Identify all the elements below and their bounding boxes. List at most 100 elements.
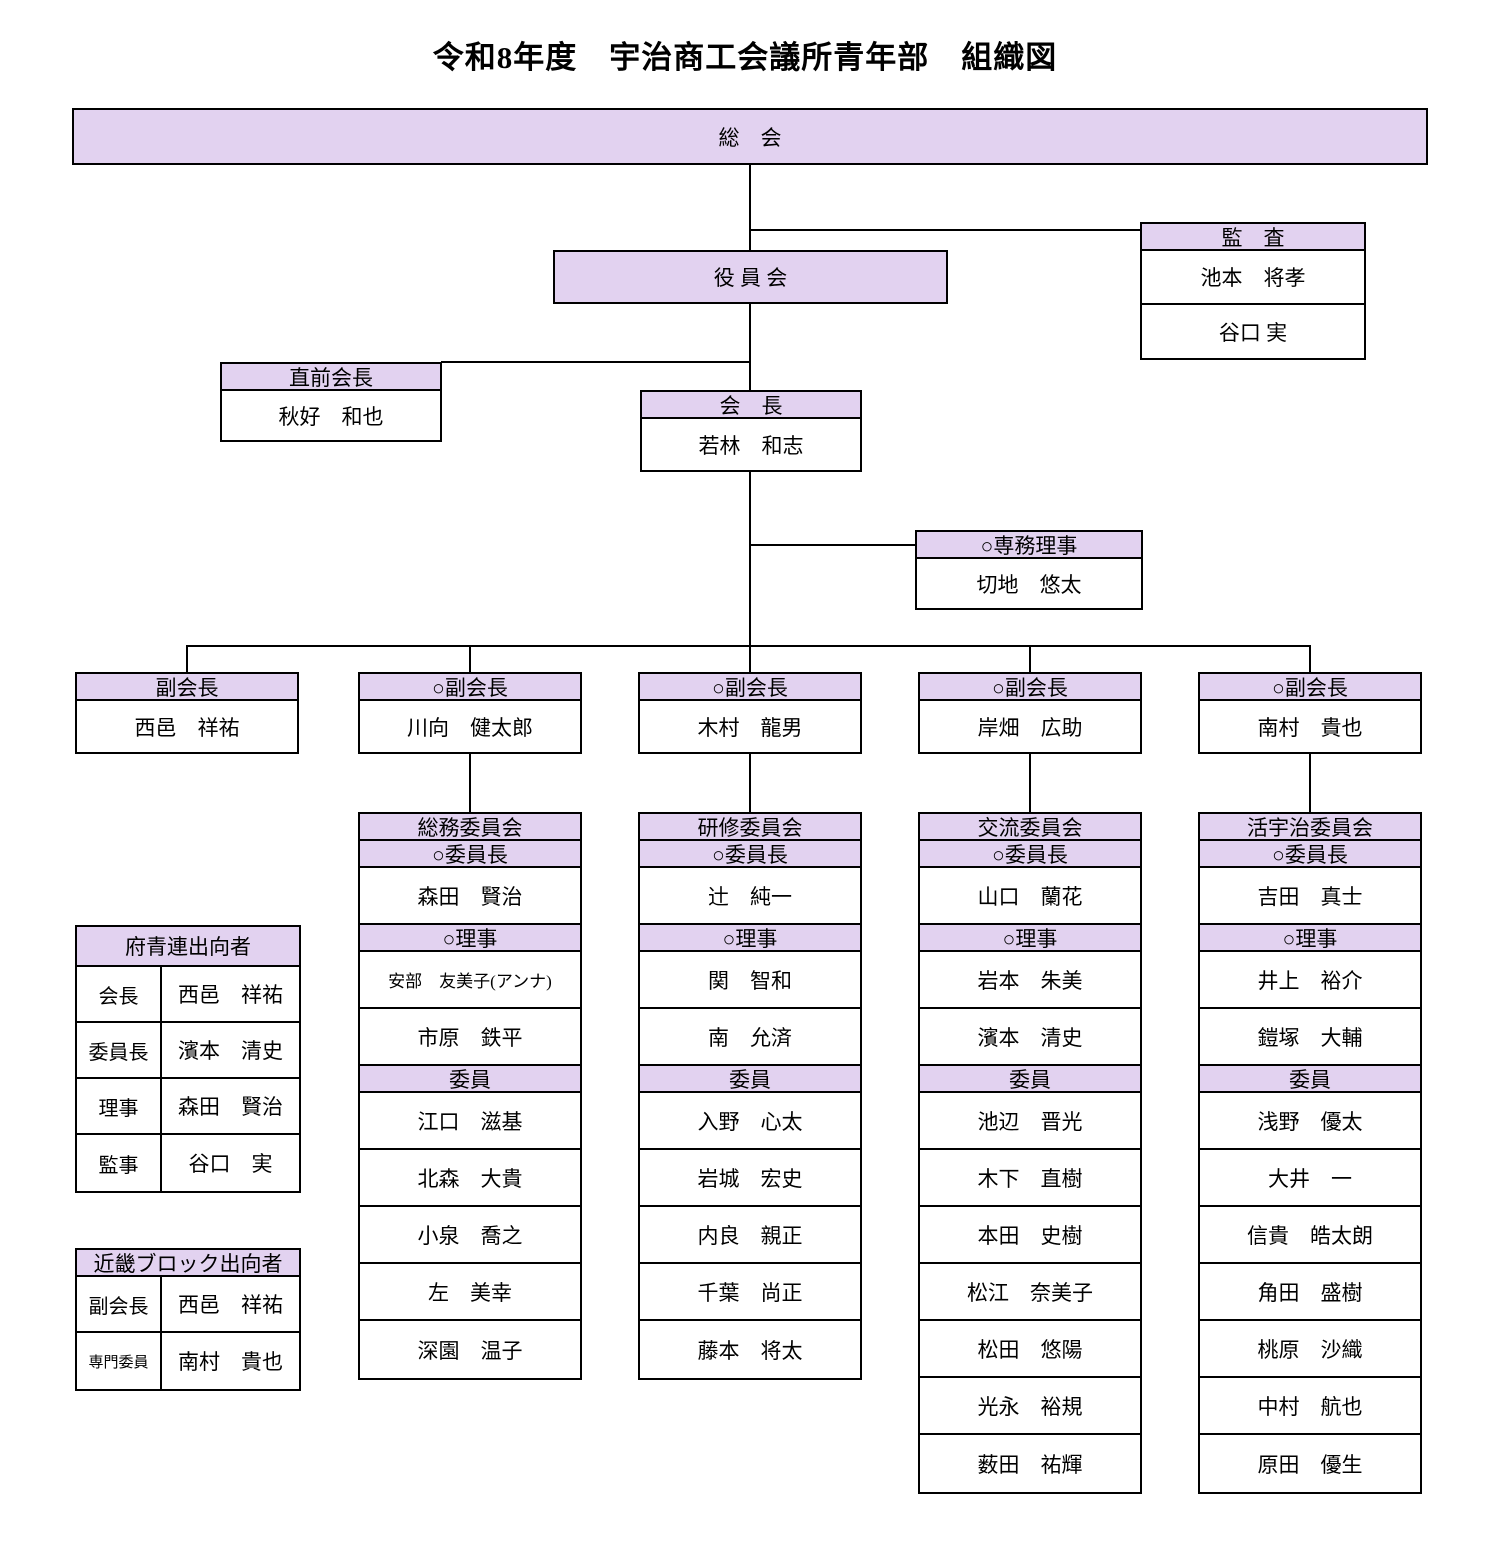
dispatch-row: 委員長濱本 清史 (77, 1023, 299, 1079)
committee-member-name: 左 美幸 (360, 1264, 580, 1321)
committee-member-name: 深園 温子 (417, 1338, 523, 1363)
vice-president-name: 木村 龍男 (697, 715, 803, 740)
vice-president-name: 南村 貴也 (1257, 715, 1363, 740)
general-assembly-label: 総 会 (74, 110, 1426, 163)
prefectural-dispatch-box: 府青連出向者 会長西邑 祥祐委員長濱本 清史理事森田 賢治監事谷口 実 (75, 925, 301, 1193)
vice-president-name: 岸畑 広助 (977, 715, 1083, 740)
connector-vp2-committee (469, 754, 471, 812)
committee-member-name: 岩城 宏史 (640, 1150, 860, 1207)
committee-member-name: 中村 航也 (1200, 1378, 1420, 1435)
committee-member-name: 池辺 晋光 (920, 1093, 1140, 1150)
committee-member-name: 角田 盛樹 (1200, 1264, 1420, 1321)
committee-member-name: 木下 直樹 (920, 1150, 1140, 1207)
vice-president-box: ○副会長川向 健太郎 (358, 672, 582, 754)
dispatch-row: 会長西邑 祥祐 (77, 967, 299, 1023)
board-box: 役 員 会 (553, 250, 948, 304)
committee-director-header: ○理事 (1200, 925, 1420, 952)
committee-chair-header: ○委員長 (640, 841, 860, 868)
vice-president-box: ○副会長南村 貴也 (1198, 672, 1422, 754)
connector-drop-vp2 (469, 645, 471, 672)
vice-president-box: ○副会長岸畑 広助 (918, 672, 1142, 754)
prefectural-dispatch-header: 府青連出向者 (77, 927, 299, 967)
vice-president-header: 副会長 (77, 674, 297, 701)
audit-box: 監 査 池本 将孝谷口 実 (1140, 222, 1366, 360)
audit-member: 池本 将孝 (1142, 251, 1364, 305)
vice-president-box: ○副会長木村 龍男 (638, 672, 862, 754)
vice-president-name: 西邑 祥祐 (134, 715, 240, 740)
connector-drop-vp1 (186, 645, 188, 672)
audit-member: 谷口 実 (1218, 320, 1288, 345)
committee-director-header: ○理事 (360, 925, 580, 952)
connector-vp-split (186, 645, 1311, 647)
previous-president-header: 直前会長 (222, 364, 440, 391)
committee-member-name: 薮田 祐輝 (977, 1452, 1083, 1477)
committee-member-name: 浅野 優太 (1200, 1093, 1420, 1150)
connector-board-president (749, 304, 751, 390)
committee-member-name: 江口 滋基 (360, 1093, 580, 1150)
dispatch-role: 監事 (77, 1135, 162, 1191)
committee-chair-header: ○委員長 (920, 841, 1140, 868)
committee-member-name: 大井 一 (1200, 1150, 1420, 1207)
president-name: 若林 和志 (698, 433, 804, 458)
vice-president-name: 川向 健太郎 (407, 715, 533, 740)
committee-director-name: 岩本 朱美 (920, 952, 1140, 1009)
dispatch-name: 南村 貴也 (178, 1350, 283, 1374)
committee-box-katsuuji: 活宇治委員会○委員長吉田 真士○理事井上 裕介鎧塚 大輔委員浅野 優太大井 一信… (1198, 812, 1422, 1494)
connector-executive-director (750, 544, 915, 546)
dispatch-role: 委員長 (77, 1023, 162, 1077)
committee-chair-name: 辻 純一 (640, 868, 860, 925)
committee-box-soumu: 総務委員会○委員長森田 賢治○理事安部 友美子(アンナ)市原 鉄平委員江口 滋基… (358, 812, 582, 1380)
connector-previous-president (441, 361, 750, 363)
dispatch-role: 専門委員 (77, 1333, 162, 1389)
committee-director-name: 南 允済 (640, 1009, 860, 1066)
connector-assembly-board (749, 165, 751, 250)
committee-chair-header: ○委員長 (1200, 841, 1420, 868)
vice-president-header: ○副会長 (920, 674, 1140, 701)
committee-chair-name: 吉田 真士 (1200, 868, 1420, 925)
committee-member-name: 小泉 喬之 (360, 1207, 580, 1264)
committee-member-name: 北森 大貴 (360, 1150, 580, 1207)
committee-member-name: 本田 史樹 (920, 1207, 1140, 1264)
committee-director-name: 安部 友美子(アンナ) (360, 952, 580, 1009)
committee-title: 交流委員会 (920, 814, 1140, 841)
board-label: 役 員 会 (555, 252, 946, 302)
committee-director-name: 井上 裕介 (1200, 952, 1420, 1009)
committee-member-name: 松田 悠陽 (920, 1321, 1140, 1378)
committee-member-header: 委員 (360, 1066, 580, 1093)
committee-member-name: 千葉 尚正 (640, 1264, 860, 1321)
committee-chair-name: 森田 賢治 (360, 868, 580, 925)
president-header: 会 長 (642, 392, 860, 419)
connector-drop-vp4 (1029, 645, 1031, 672)
committee-member-name: 光永 裕規 (920, 1378, 1140, 1435)
connector-vp3-committee (749, 754, 751, 812)
committee-title: 研修委員会 (640, 814, 860, 841)
committee-member-name: 原田 優生 (1257, 1452, 1363, 1477)
committee-member-name: 松江 奈美子 (920, 1264, 1140, 1321)
committee-member-header: 委員 (1200, 1066, 1420, 1093)
previous-president-box: 直前会長 秋好 和也 (220, 362, 442, 442)
vice-president-header: ○副会長 (360, 674, 580, 701)
committee-title: 総務委員会 (360, 814, 580, 841)
committee-director-header: ○理事 (640, 925, 860, 952)
connector-president-split (749, 472, 751, 645)
committee-member-name: 桃原 沙織 (1200, 1321, 1420, 1378)
committee-director-name: 濱本 清史 (920, 1009, 1140, 1066)
connector-audit (750, 229, 1140, 231)
connector-drop-vp3 (749, 645, 751, 672)
general-assembly-box: 総 会 (72, 108, 1428, 165)
vice-president-header: ○副会長 (1200, 674, 1420, 701)
dispatch-row: 専門委員南村 貴也 (77, 1333, 299, 1389)
committee-director-name: 関 智和 (640, 952, 860, 1009)
president-box: 会 長 若林 和志 (640, 390, 862, 472)
committee-member-name: 信貴 皓太朗 (1200, 1207, 1420, 1264)
committee-member-name: 入野 心太 (640, 1093, 860, 1150)
vice-president-box: 副会長西邑 祥祐 (75, 672, 299, 754)
connector-drop-vp5 (1309, 645, 1311, 672)
committee-title: 活宇治委員会 (1200, 814, 1420, 841)
committee-director-name: 市原 鉄平 (360, 1009, 580, 1066)
page-title: 令和8年度 宇治商工会議所青年部 組織図 (432, 40, 1058, 75)
committee-member-name: 内良 親正 (640, 1207, 860, 1264)
committee-director-header: ○理事 (920, 925, 1140, 952)
vice-president-header: ○副会長 (640, 674, 860, 701)
